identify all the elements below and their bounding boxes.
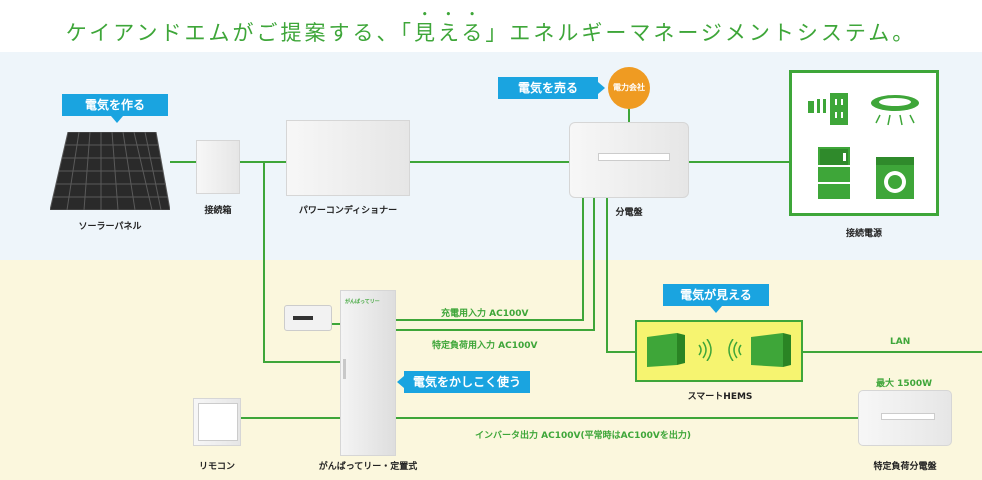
tag-use-smartly-label: 電気をかしこく使う <box>412 375 521 389</box>
outlet-icon <box>808 93 848 129</box>
tag-use-smartly: 電気をかしこく使う <box>397 371 530 393</box>
charge-input-label: 充電用入力 AC100V <box>441 309 529 319</box>
wifi-signal-icon <box>695 338 713 365</box>
specific-load-board-label: 特定負荷分電盤 <box>873 462 937 472</box>
hems-unit-right <box>751 333 791 371</box>
page-title: ケイアンドエムがご提案する、「見える」エネルギーマネージメントシステム。 <box>65 21 917 45</box>
storage-battery: がんばってリー <box>340 290 396 456</box>
specific-load-board <box>858 390 952 446</box>
wire-specific-load-input <box>396 198 595 331</box>
ceiling-light-icon <box>870 95 920 133</box>
tag-generate: 電気を作る <box>62 94 168 123</box>
smart-hems-label: スマートHEMS <box>687 392 753 402</box>
wire-board-to-hems <box>606 198 647 353</box>
wire-junction-to-battery <box>263 162 340 363</box>
lan-label: LAN <box>890 337 911 347</box>
solar-panel-icon <box>49 131 171 211</box>
battery-handle <box>343 359 346 379</box>
solar-panel-label: ソーラーパネル <box>78 222 142 232</box>
wifi-signal-icon <box>727 338 745 365</box>
specific-load-input-label: 特定負荷用入力 AC100V <box>432 341 538 351</box>
junction-box-label: 接続箱 <box>204 206 232 216</box>
battery-label: がんばってリー・定置式 <box>318 462 418 472</box>
washing-machine-icon <box>876 157 914 203</box>
max-power-label: 最大 1500W <box>876 379 933 389</box>
tag-sell-label: 電気を売る <box>517 81 578 95</box>
battery-logo: がんばってリー <box>345 299 380 305</box>
power-conditioner-label: パワーコンディショナー <box>298 206 398 216</box>
wire-charge-input <box>396 198 584 321</box>
power-company-badge: 電力会社 <box>608 67 650 109</box>
emphasized-word: 見える <box>413 21 486 45</box>
connected-power-label: 接続電源 <box>845 229 882 239</box>
router-led <box>293 316 313 320</box>
tag-visualize: 電気が見える <box>663 284 769 313</box>
solar-panel <box>49 131 171 211</box>
distribution-board-slot <box>598 153 670 161</box>
inverter-output-label: インバータ出力 AC100V(平常時はAC100Vを出力) <box>475 431 692 441</box>
distribution-board-label: 分電盤 <box>615 208 643 218</box>
refrigerator-icon <box>818 147 850 203</box>
router-device <box>284 305 332 331</box>
tag-visualize-label: 電気が見える <box>680 288 752 302</box>
junction-box <box>196 140 240 194</box>
distribution-board <box>569 122 689 198</box>
hems-unit-left <box>647 333 685 371</box>
remote-controller <box>193 398 241 446</box>
remote-screen <box>198 403 238 441</box>
connected-appliances-box <box>789 70 939 216</box>
remote-label: リモコン <box>198 462 235 472</box>
specific-load-board-slot <box>881 413 935 420</box>
tag-generate-label: 電気を作る <box>84 98 145 112</box>
power-conditioner <box>286 120 410 196</box>
smart-hems-panel <box>635 320 803 382</box>
storage-band <box>0 260 982 480</box>
tag-sell: 電気を売る <box>498 77 605 99</box>
